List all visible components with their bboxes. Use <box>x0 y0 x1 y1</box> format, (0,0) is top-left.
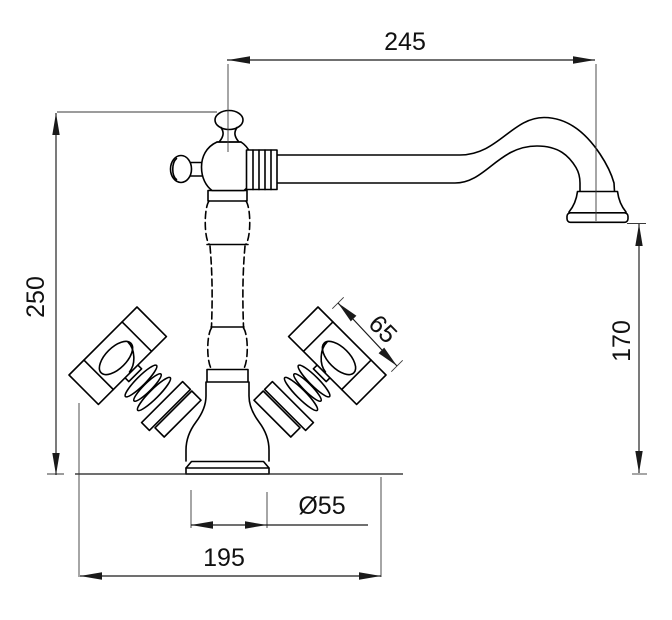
dim-diameter-label: Ø55 <box>298 492 345 520</box>
upper-collar <box>207 189 248 202</box>
arrowhead-right <box>573 56 595 64</box>
taper-left <box>209 245 213 328</box>
taper-right <box>242 245 246 328</box>
spout-bell-cap <box>566 212 629 224</box>
barrel2-right <box>242 327 249 370</box>
hub-highlight-arc <box>320 341 328 373</box>
right-handle <box>253 306 387 438</box>
handle-hub <box>321 340 357 376</box>
column <box>204 189 251 383</box>
barrel1-left <box>204 200 210 245</box>
arrowhead-upper <box>338 303 357 322</box>
faucet-head <box>169 109 278 192</box>
spout <box>276 116 629 224</box>
spout-ring-collar <box>245 149 278 191</box>
lower-collar <box>206 368 249 383</box>
spout-bell <box>568 190 627 214</box>
dim-250-label: 250 <box>22 276 50 318</box>
dimension-spout-outlet-height: 170 <box>608 223 647 475</box>
handle-flange <box>263 380 315 432</box>
bonnet-ring-3 <box>297 364 331 398</box>
skirt-right-edge <box>248 381 270 462</box>
finial-neck-left <box>218 126 224 143</box>
barrel1-right <box>245 200 251 245</box>
left-handle <box>68 306 202 438</box>
arrowhead-bottom <box>52 453 60 475</box>
arrowhead-bottom <box>635 451 643 473</box>
bar-division-2 <box>340 359 372 391</box>
skirt-left-edge <box>185 381 207 462</box>
bar-division-1 <box>302 321 334 353</box>
barrel2-left <box>206 327 213 370</box>
faucet-lower-body <box>185 381 270 462</box>
dim-65-label: 65 <box>363 310 402 349</box>
dim-195-label: 195 <box>203 544 245 572</box>
arrowhead-right <box>245 521 267 529</box>
spout-top-line <box>276 116 616 193</box>
arrowhead-top <box>52 113 60 135</box>
faucet-base <box>185 460 270 475</box>
side-knob-crescent <box>171 157 178 181</box>
arrowhead-left <box>228 56 250 64</box>
side-knob <box>169 154 193 184</box>
dimensions: 245 250 170 65 <box>22 28 647 580</box>
dimension-overall-height: 250 <box>22 111 217 475</box>
dimension-base-diameter: Ø55 <box>190 490 368 529</box>
dimension-spout-reach: 245 <box>227 28 597 221</box>
arrowhead-left <box>80 572 102 580</box>
handle-mount-stub <box>253 390 301 438</box>
finial-ball <box>214 109 244 131</box>
dim-245-label: 245 <box>384 28 426 56</box>
faucet-drawing <box>68 109 629 475</box>
arrowhead-right <box>359 572 381 580</box>
arrowhead-left <box>191 521 213 529</box>
dimension-overall-width: 195 <box>78 403 382 580</box>
spout-bottom-line <box>276 145 581 193</box>
arrowhead-top <box>635 224 643 246</box>
arrowhead-lower <box>378 347 397 366</box>
finial-neck-right <box>234 126 240 143</box>
dim-170-label: 170 <box>608 320 636 362</box>
